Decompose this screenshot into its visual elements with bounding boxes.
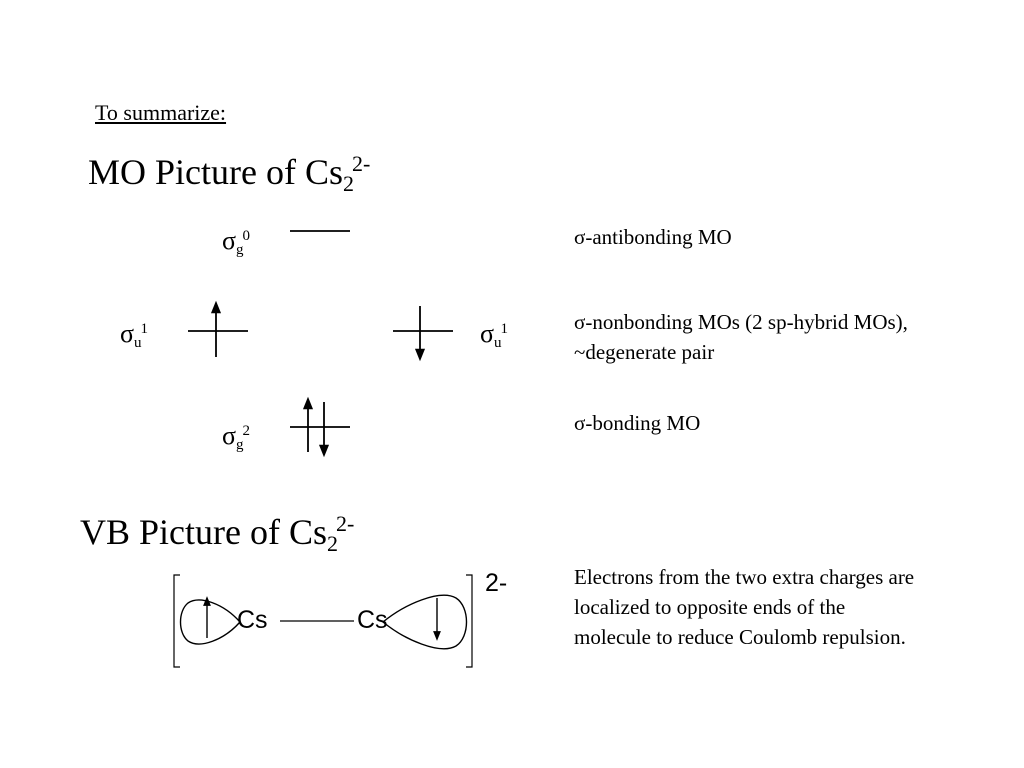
level-label-sigma-g-bonding: σg2 [222,421,251,453]
left-bracket [173,574,180,668]
summary-heading: To summarize: [95,100,227,125]
sigma-symbol: σ [222,226,237,255]
level-subscript: u [494,335,502,352]
mo-title: MO Picture of Cs22- [88,151,371,195]
level-subscript: u [134,335,142,352]
sigma-symbol: σ [120,319,135,348]
level-label-sigma-u-right: σu1 [480,319,509,351]
atom-left-label: Cs [237,606,268,634]
level-superscript: 1 [140,320,149,337]
vb-title-subscript: 2 [327,531,338,557]
vb-title-prefix: VB Picture of Cs [80,512,327,552]
level-label-sigma-g-antibonding: σg0 [222,226,251,258]
antibonding-description: σ-antibonding MO [574,225,732,249]
mo-title-superscript: 2- [352,151,371,177]
sigma-symbol: σ [222,421,237,450]
atom-right-label: Cs [357,606,388,634]
right-lobe [381,594,468,650]
level-superscript: 2 [242,422,251,439]
charge-label: 2- [485,569,508,597]
level-subscript: g [236,437,244,454]
sigma-symbol: σ [480,319,495,348]
level-superscript: 0 [242,227,251,244]
bonding-description: σ-bonding MO [574,411,701,435]
vb-title: VB Picture of Cs22- [80,511,355,555]
mo-title-prefix: MO Picture of Cs [88,152,343,192]
right-bracket [466,574,473,668]
level-label-sigma-u-left: σu1 [120,319,149,351]
vb-title-superscript: 2- [336,511,355,537]
nonbonding-description: σ-nonbonding MOs (2 sp-hybrid MOs), ~deg… [574,310,908,364]
level-subscript: g [236,242,244,259]
level-superscript: 1 [500,320,509,337]
left-lobe [179,599,241,645]
mo-title-subscript: 2 [343,171,354,197]
vb-description: Electrons from the two extra charges are… [574,565,915,649]
